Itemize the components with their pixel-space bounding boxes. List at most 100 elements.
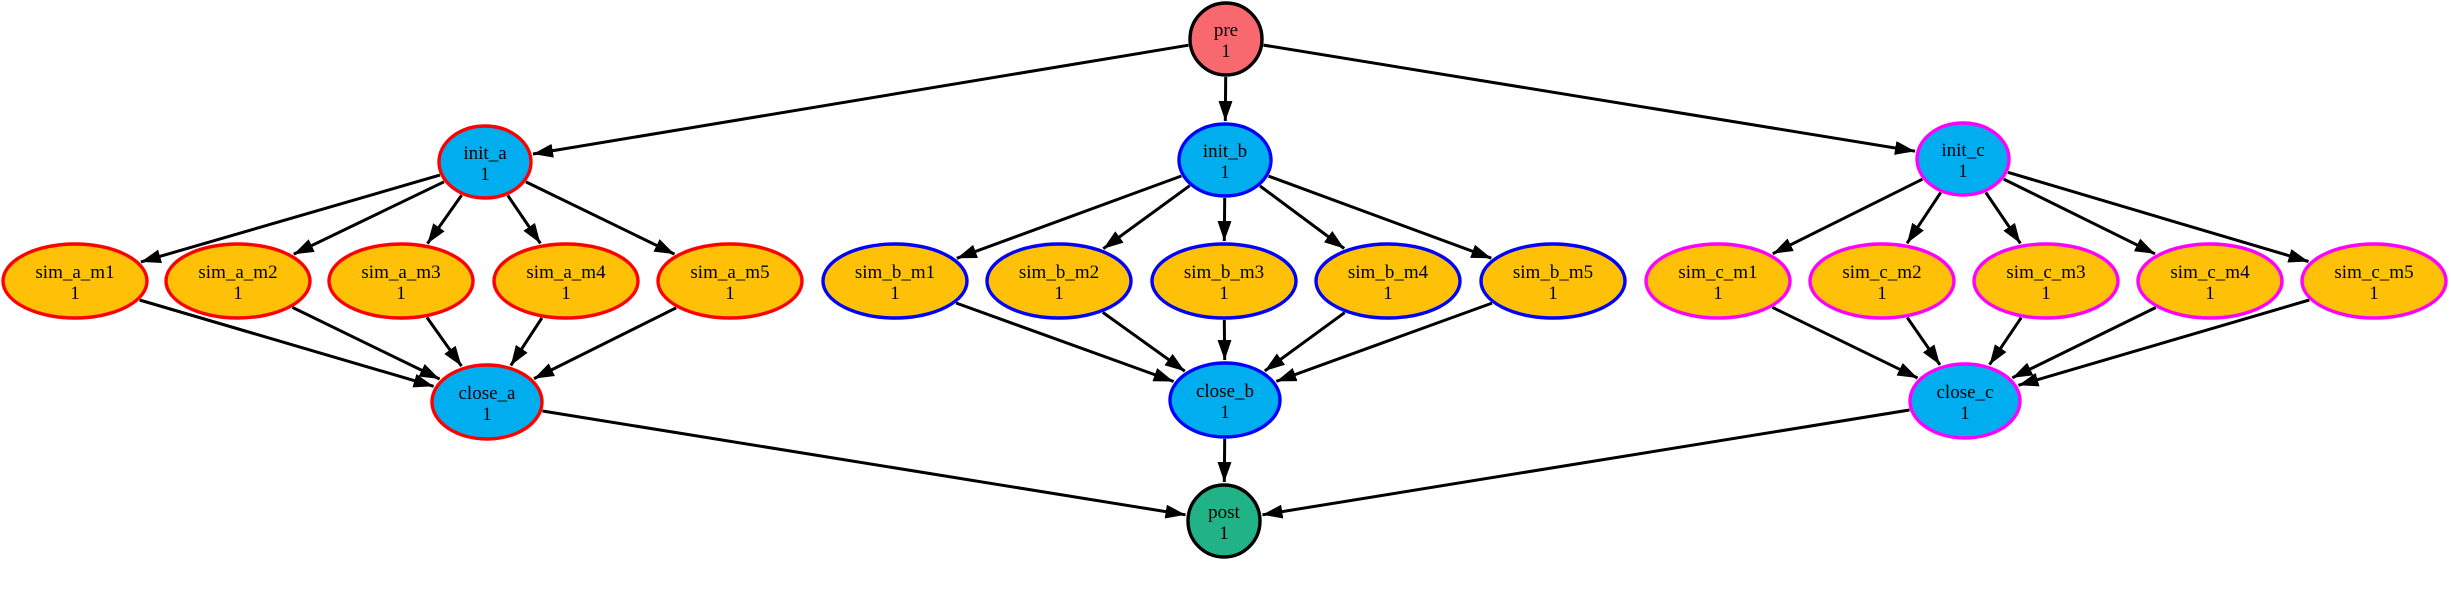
node-shape-sim_c_m1 [1644,242,1792,320]
node-label-sim_a_m2: sim_a_m2 [198,262,277,283]
node-shape-close_c [1908,362,2022,440]
node-value-sim_a_m3: 1 [396,283,406,304]
node-sim_b_m1: sim_b_m11 [821,242,969,320]
edge-init_c-to-sim_c_m5 [2007,170,2309,263]
edge-init_b-to-sim_b_m5 [1267,174,1492,260]
node-value-sim_c_m4: 1 [2205,283,2215,304]
edge-init_c-to-sim_c_m1 [1772,177,1924,256]
node-shape-sim_b_m2 [985,242,1133,320]
edge-init_c-to-sim_c_m2 [1905,191,1942,245]
node-shape-close_b [1168,361,1282,439]
node-label-sim_b_m2: sim_b_m2 [1019,262,1099,283]
node-label-sim_a_m4: sim_a_m4 [526,262,606,283]
node-sim_c_m2: sim_c_m21 [1808,242,1956,320]
node-shape-init_c [1915,121,2011,197]
node-sim_a_m3: sim_a_m31 [327,242,475,320]
node-shape-close_a [430,363,544,441]
edge-init_b-to-sim_b_m2 [1102,184,1191,250]
node-label-sim_c_m1: sim_c_m1 [1678,262,1757,283]
node-value-init_c: 1 [1958,161,1968,182]
node-value-pre: 1 [1221,41,1231,62]
node-label-sim_c_m2: sim_c_m2 [1842,262,1921,283]
edge-init_b-to-sim_b_m1 [956,174,1182,260]
node-init_b: init_b1 [1177,122,1273,198]
node-label-sim_c_m3: sim_c_m3 [2006,262,2085,283]
node-close_c: close_c1 [1908,362,2022,440]
edge-sim_c_m4-to-close_c [2011,306,2157,380]
edge-sim_b_m1-to-close_b [955,301,1175,383]
nodes-layer: pre1init_a1init_b1init_c1sim_a_m11sim_a_… [1,1,2448,559]
edge-close_c-to-post [1262,408,1910,519]
node-label-sim_a_m5: sim_a_m5 [690,262,769,283]
node-init_a: init_a1 [437,124,533,200]
edge-sim_c_m5-to-close_c [2017,298,2310,387]
node-sim_b_m5: sim_b_m51 [1479,242,1627,320]
node-shape-sim_a_m4 [492,242,640,320]
edge-sim_a_m5-to-close_a [533,306,677,380]
node-shape-init_a [437,124,533,200]
edge-sim_b_m5-to-close_b [1275,301,1493,383]
edge-init_c-to-sim_c_m4 [2003,177,2156,256]
edge-sim_a_m2-to-close_a [291,306,441,381]
node-value-sim_b_m4: 1 [1383,283,1393,304]
node-label-sim_c_m5: sim_c_m5 [2334,262,2413,283]
node-label-post: post [1208,502,1240,523]
node-value-sim_b_m3: 1 [1219,283,1229,304]
node-sim_c_m1: sim_c_m11 [1644,242,1792,320]
node-sim_a_m1: sim_a_m11 [1,242,149,320]
node-shape-sim_a_m1 [1,242,149,320]
node-shape-sim_c_m2 [1808,242,1956,320]
edge-sim_b_m2-to-close_b [1101,311,1186,373]
edge-sim_c_m2-to-close_c [1906,316,1942,366]
node-shape-sim_a_m5 [656,242,804,320]
node-sim_c_m5: sim_c_m51 [2300,242,2448,320]
node-sim_a_m4: sim_a_m41 [492,242,640,320]
node-shape-sim_b_m4 [1314,242,1462,320]
edge-init_c-to-sim_c_m3 [1984,191,2022,245]
node-value-init_a: 1 [480,164,490,185]
node-value-sim_c_m5: 1 [2369,283,2379,304]
node-value-post: 1 [1219,523,1229,544]
node-value-sim_a_m2: 1 [233,283,243,304]
edge-init_a-to-sim_a_m2 [293,180,445,256]
node-label-init_b: init_b [1203,141,1247,162]
node-value-sim_b_m5: 1 [1548,283,1558,304]
node-sim_a_m2: sim_a_m21 [164,242,312,320]
node-value-close_b: 1 [1220,402,1230,423]
node-label-close_a: close_a [459,383,517,404]
node-sim_b_m3: sim_b_m31 [1150,242,1298,320]
edge-sim_a_m4-to-close_a [509,317,544,367]
node-value-sim_a_m1: 1 [70,283,80,304]
node-sim_b_m4: sim_b_m41 [1314,242,1462,320]
edge-sim_a_m1-to-close_a [139,298,435,388]
node-label-init_a: init_a [463,143,507,164]
edge-pre-to-init_a [532,43,1189,158]
node-shape-init_b [1177,122,1273,198]
node-value-sim_c_m3: 1 [2041,283,2051,304]
edge-sim_c_m1-to-close_c [1771,306,1919,380]
node-label-init_c: init_c [1941,140,1984,161]
edge-init_a-to-sim_a_m5 [525,180,676,256]
edges-layer [139,43,2310,519]
node-value-close_a: 1 [482,404,492,425]
node-label-sim_b_m4: sim_b_m4 [1348,262,1429,283]
node-value-sim_a_m5: 1 [725,283,735,304]
node-label-sim_c_m4: sim_c_m4 [2170,262,2250,283]
node-label-sim_b_m1: sim_b_m1 [855,262,935,283]
node-shape-pre [1188,1,1264,77]
edge-init_b-to-sim_b_m4 [1259,184,1346,250]
edge-sim_c_m3-to-close_c [1988,316,2023,366]
node-shape-sim_a_m2 [164,242,312,320]
node-label-sim_b_m3: sim_b_m3 [1184,262,1264,283]
node-value-sim_b_m2: 1 [1054,283,1064,304]
node-close_b: close_b1 [1168,361,1282,439]
edge-sim_b_m4-to-close_b [1263,311,1346,373]
node-shape-sim_c_m5 [2300,242,2448,320]
node-sim_a_m5: sim_a_m51 [656,242,804,320]
node-sim_c_m4: sim_c_m41 [2136,242,2284,320]
node-shape-sim_c_m3 [1972,242,2120,320]
